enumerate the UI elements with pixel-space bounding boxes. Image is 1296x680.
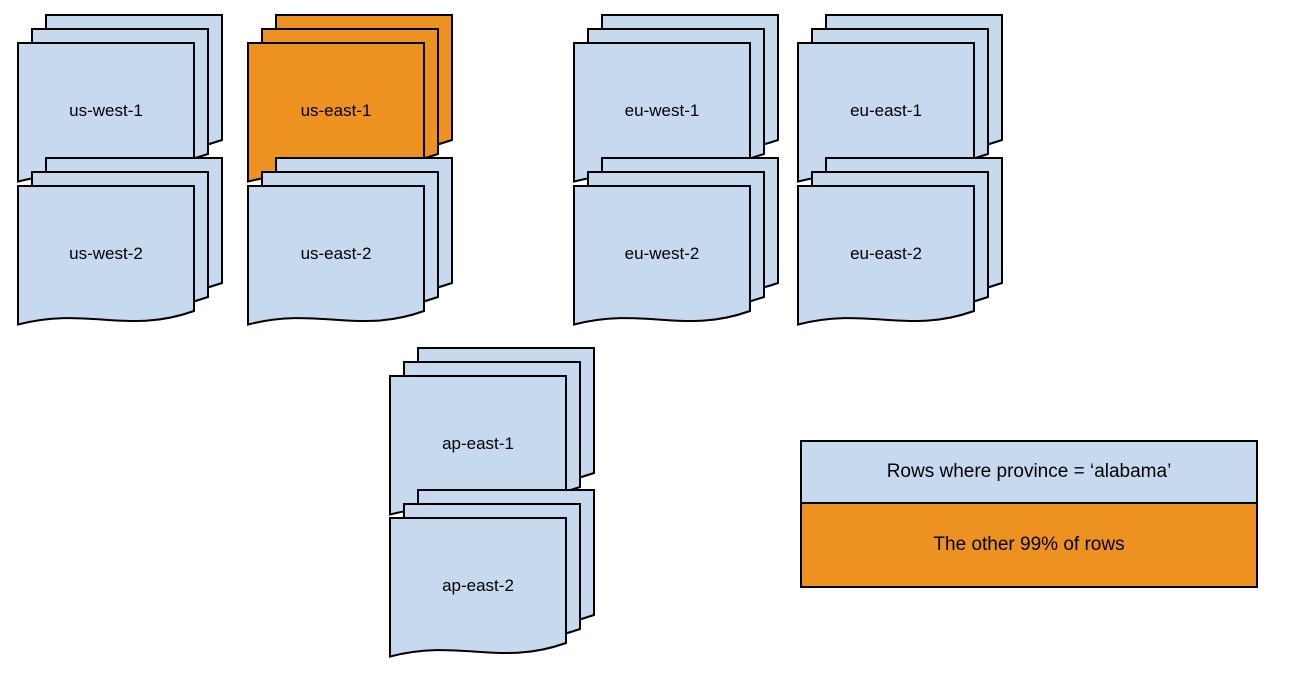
region-stack-us-east-2[interactable]: us-east-2 (247, 157, 453, 337)
legend-label-orange: The other 99% of rows (933, 534, 1125, 556)
stack-shape-ap-east-2 (389, 489, 595, 658)
document-sheet-3 (247, 185, 425, 326)
document-sheet-3 (17, 185, 195, 326)
region-stack-ap-east-2[interactable]: ap-east-2 (389, 489, 595, 669)
stack-shape-us-west-2 (17, 157, 223, 326)
document-sheet-3 (389, 517, 567, 658)
stack-shape-eu-west-1 (573, 14, 779, 183)
legend-row-orange: The other 99% of rows (802, 504, 1256, 586)
legend: Rows where province = ‘alabama’ The other… (800, 440, 1258, 588)
document-sheet-3 (797, 185, 975, 326)
stack-shape-us-east-2 (247, 157, 453, 326)
stack-shape-eu-east-1 (797, 14, 1003, 183)
legend-label-blue: Rows where province = ‘alabama’ (886, 461, 1172, 483)
stack-shape-eu-east-2 (797, 157, 1003, 326)
region-stack-eu-east-1[interactable]: eu-east-1 (797, 14, 1003, 194)
region-stack-eu-west-2[interactable]: eu-west-2 (573, 157, 779, 337)
document-sheet-3 (573, 185, 751, 326)
region-stack-eu-east-2[interactable]: eu-east-2 (797, 157, 1003, 337)
stack-shape-eu-west-2 (573, 157, 779, 326)
region-stack-us-west-2[interactable]: us-west-2 (17, 157, 223, 337)
legend-row-blue: Rows where province = ‘alabama’ (802, 442, 1256, 505)
region-stack-eu-west-1[interactable]: eu-west-1 (573, 14, 779, 194)
